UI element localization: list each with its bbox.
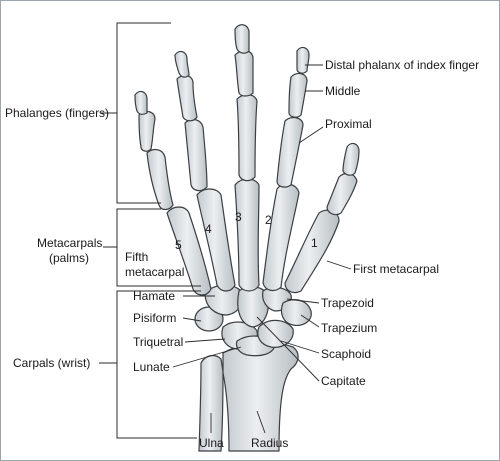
trapezoid-label: Trapezoid [321, 296, 374, 310]
radius-label: Radius [251, 436, 288, 450]
index-finger-distal [296, 46, 310, 74]
metacarpals-sub-label: (palms) [49, 251, 89, 265]
fourth-metacarpal-bone [196, 188, 236, 292]
left-brackets [99, 22, 201, 439]
middle-finger-proximal [236, 94, 258, 182]
metacarpal-number-1: 1 [311, 236, 318, 250]
third-metacarpal-bone [234, 178, 260, 292]
scaphoid-label: Scaphoid [321, 347, 371, 361]
middle-finger-distal [234, 24, 250, 54]
leader-capitate [256, 316, 320, 382]
forearm-bones [198, 342, 299, 452]
leader-radius [256, 410, 266, 434]
ring-finger-distal [174, 50, 190, 78]
lunate-label: Lunate [133, 360, 170, 374]
carpals-bracket [116, 290, 201, 439]
trapezium-label: Trapezium [321, 321, 377, 335]
radius-bone [222, 342, 299, 452]
leader-first-metacarpal [326, 260, 352, 270]
metacarpals-label: Metacarpals [37, 236, 102, 250]
metacarpal-number-2: 2 [265, 213, 272, 227]
leader-lunate [172, 346, 242, 368]
phalanges-label: Phalanges (fingers) [5, 106, 109, 120]
ring-finger-middle [176, 74, 198, 122]
middle-phalanx-label: Middle [325, 84, 361, 98]
pisiform-label: Pisiform [133, 311, 176, 325]
little-finger-middle [138, 110, 156, 152]
hamate-label: Hamate [133, 289, 175, 303]
fifth-metacarpal-bone [166, 206, 212, 296]
fifth-metacarpal-label: Fifth [125, 250, 148, 264]
leader-pisiform [182, 317, 202, 322]
leader-trapezium [300, 314, 320, 328]
index-finger-middle [288, 72, 308, 118]
ulna-label: Ulna [199, 436, 224, 450]
triquetral-label: Triquetral [133, 335, 183, 349]
capitate-label: Capitate [321, 374, 366, 388]
phalanx-bones [134, 24, 360, 216]
middle-finger-middle [234, 50, 254, 97]
leader-triquetral [184, 338, 226, 343]
ring-finger-proximal [184, 118, 208, 192]
second-metacarpal-bone [262, 183, 300, 292]
metacarpal-number-3: 3 [235, 210, 242, 224]
carpal-bones [194, 284, 312, 357]
distal-phalanx-label: Distal phalanx of index finger [325, 58, 479, 72]
little-finger-distal [134, 90, 148, 115]
thumb-proximal [326, 172, 358, 216]
metacarpal-number-4: 4 [205, 222, 212, 236]
trapezium-bone [280, 299, 312, 326]
index-finger-proximal [276, 116, 304, 188]
little-finger-proximal [146, 148, 174, 211]
leader-proximal [298, 126, 324, 144]
leader-lines [172, 64, 352, 434]
thumb-distal [342, 142, 360, 176]
leader-scaphoid [280, 340, 320, 354]
fifth-metacarpal-sub-label: metacarpal [125, 265, 184, 279]
metacarpal-bones [166, 178, 340, 296]
carpals-label: Carpals (wrist) [13, 356, 90, 370]
first-metacarpal-label: First metacarpal [353, 262, 439, 276]
leader-trapezoid [286, 298, 320, 304]
metacarpal-number-5: 5 [175, 238, 182, 252]
proximal-phalanx-label: Proximal [325, 117, 372, 131]
